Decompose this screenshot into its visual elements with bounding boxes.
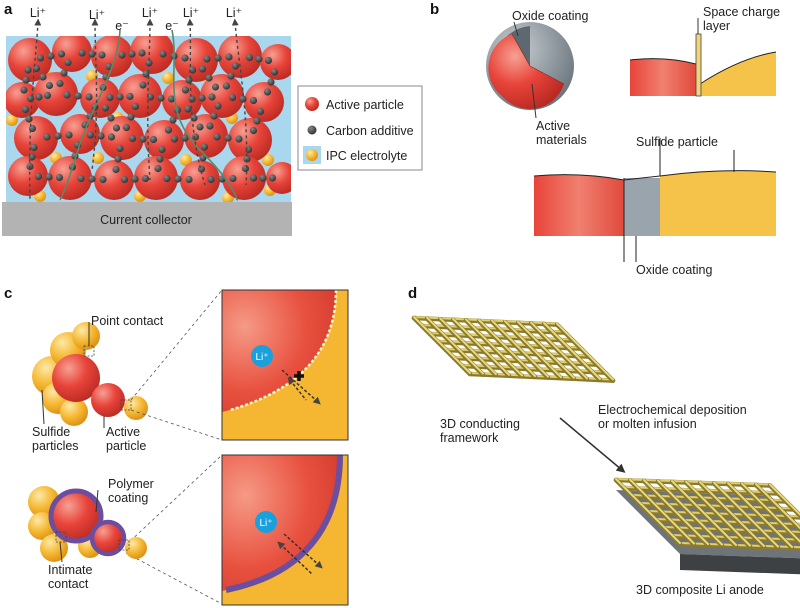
electron-label: e⁻ — [165, 19, 179, 33]
point-contact-cluster — [32, 322, 148, 426]
li-ion-icon — [255, 511, 277, 533]
point-contact-label: Point contact — [91, 314, 164, 328]
li-ion-icon — [251, 345, 273, 367]
active-particle-swatch — [305, 97, 319, 111]
li-ion-labels: Li⁺ Li⁺ Li⁺ Li⁺ Li⁺ e⁻ e⁻ — [30, 6, 242, 33]
li-ion-label: Li⁺ — [226, 6, 242, 20]
panel-a: a Current collector Li⁺ Li⁺ Li⁺ Li⁺ Li⁺ … — [2, 1, 423, 236]
li-ion-label: Li⁺ — [30, 6, 46, 20]
carbon-additive-swatch — [307, 125, 317, 135]
li-ion-label: Li⁺ — [89, 8, 105, 22]
ion-transport-path — [277, 533, 323, 575]
layered-interface — [533, 138, 777, 262]
conducting-framework — [411, 315, 616, 383]
sulfide-particle-label: Sulfide particle — [636, 135, 718, 149]
process-arrow — [559, 417, 626, 473]
space-charge-diagram — [629, 18, 777, 97]
zoom-lines — [125, 289, 223, 605]
anode-label: 3D composite Li anode — [636, 583, 764, 597]
legend: Active particle Carbon additive IPC elec… — [297, 85, 423, 171]
panel-a-label: a — [4, 1, 13, 18]
electrode-particles — [6, 36, 291, 202]
oxide-coating-bottom-label: Oxide coating — [636, 263, 712, 277]
composite-li-anode — [613, 477, 800, 575]
panel-d-label: d — [408, 285, 417, 302]
panel-c-label: c — [4, 285, 12, 302]
current-collector — [2, 202, 292, 236]
coated-sphere — [486, 22, 574, 110]
oxide-coating-label: Oxide coating — [512, 9, 588, 23]
panel-b-label: b — [430, 1, 439, 18]
legend-ipc-label: IPC electrolyte — [326, 149, 407, 163]
electron-paths — [59, 29, 239, 201]
electron-label: e⁻ — [115, 19, 129, 33]
current-collector-label: Current collector — [100, 213, 192, 227]
legend-carbon-label: Carbon additive — [326, 124, 414, 138]
li-ion-label: Li⁺ — [142, 6, 158, 20]
ipc-electrolyte-swatch — [306, 149, 318, 161]
blocked-ion-path — [281, 369, 321, 405]
li-ion-zoom-label: Li⁺ — [255, 352, 268, 363]
intimate-contact-zoom — [222, 455, 348, 605]
point-contact-zoom — [222, 290, 348, 440]
li-ion-label: Li⁺ — [183, 6, 199, 20]
li-ion-zoom-label: Li⁺ — [259, 518, 272, 529]
ion-paths — [29, 18, 248, 201]
legend-active-label: Active particle — [326, 98, 404, 112]
